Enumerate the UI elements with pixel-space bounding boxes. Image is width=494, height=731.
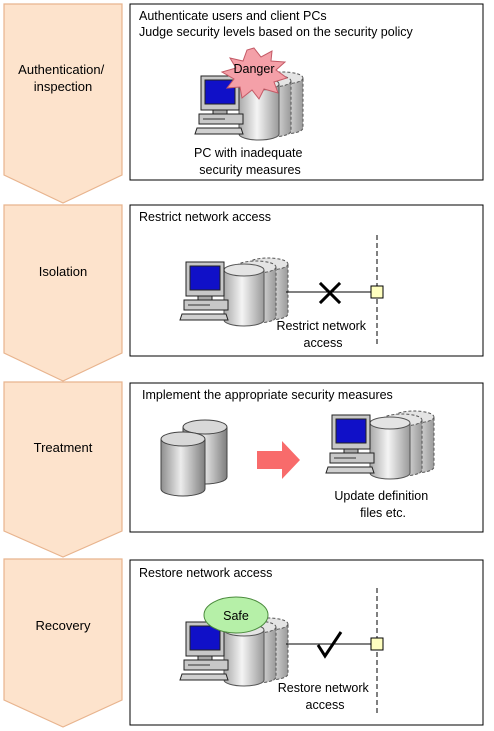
stage-recovery: Recovery Restore network access Safe Res…: [3, 558, 484, 728]
safe-label: Safe: [223, 609, 249, 623]
pc-caption: PC with inadequate security measures: [194, 146, 306, 177]
panel-heading: Implement the appropriate security measu…: [142, 388, 393, 402]
link-caption: Restrict network access: [276, 319, 369, 350]
x-mark-icon: [318, 281, 342, 305]
network-port-icon: [370, 637, 384, 651]
pc-with-server-icon: [326, 411, 434, 479]
link-caption: Restore network access: [278, 681, 373, 712]
stage-chevron: [3, 3, 123, 204]
stage-label: Treatment: [34, 440, 93, 455]
right-arrow-icon: [257, 441, 300, 479]
stage-authentication: Authentication/ inspection Authenticate …: [3, 3, 484, 204]
stage-chevron: [3, 381, 123, 558]
stage-chevron: [3, 558, 123, 728]
stage-panel: [129, 204, 484, 357]
stage-panel: [129, 3, 484, 181]
stage-isolation: Isolation Restrict network access Restri…: [3, 204, 484, 382]
panel-heading: Authenticate users and client PCs Judge …: [139, 9, 414, 39]
stage-treatment: Treatment Implement the appropriate secu…: [3, 381, 484, 558]
check-mark-icon: [316, 631, 343, 659]
stage-label: Authentication/ inspection: [18, 62, 108, 94]
pc-with-server-icon: [180, 258, 288, 326]
danger-burst-icon: [220, 47, 289, 100]
stage-chevron: [3, 204, 123, 382]
stage-label: Recovery: [36, 618, 91, 633]
panel-heading: Restrict network access: [139, 210, 271, 224]
panel-heading: Restore network access: [139, 566, 272, 580]
safe-badge-icon: [203, 596, 269, 634]
treatment-caption: Update definition files etc.: [334, 489, 431, 520]
network-port-icon: [370, 285, 384, 299]
danger-label: Danger: [234, 62, 275, 76]
stage-label: Isolation: [39, 264, 87, 279]
